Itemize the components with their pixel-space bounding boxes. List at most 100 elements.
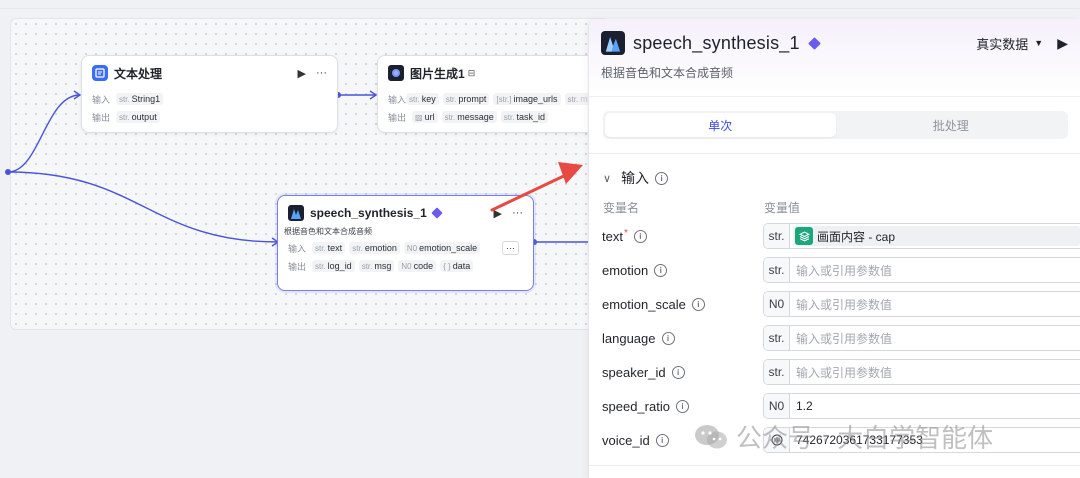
language-value-input[interactable]: str. 输入或引用参数值 (763, 325, 1080, 351)
more-icon[interactable]: ··· (316, 67, 327, 79)
emotion-scale-value-input[interactable]: N0 输入或引用参数值 (763, 291, 1080, 317)
info-icon[interactable]: i (671, 365, 685, 379)
premium-badge-icon (807, 36, 821, 50)
info-icon[interactable]: i (691, 297, 705, 311)
param-name: emotion_scale (602, 296, 686, 312)
image-gen-icon (388, 65, 404, 81)
info-icon[interactable]: i (655, 171, 669, 185)
emotion-value-input[interactable]: str. 输入或引用参数值 (763, 257, 1080, 283)
text-node-output-port[interactable] (335, 92, 341, 98)
panel-header: speech_synthesis_1 真实数据 ▼ ▶ 根据音色和文本合成音频 (589, 19, 1080, 97)
param-type: str. (315, 261, 326, 271)
param-chip: str.output (116, 111, 160, 123)
param-chip: str.task_id (500, 111, 548, 123)
param-name: text (602, 228, 623, 244)
param-type: str. (119, 112, 130, 122)
param-row-speed-ratio: speed_ratio i N0 1.2 (589, 389, 1080, 423)
voice-id-value-input[interactable]: 7426720361733177353 (763, 427, 1080, 453)
speaker-id-value-input[interactable]: str. 输入或引用参数值 (763, 359, 1080, 385)
info-icon[interactable]: i (633, 229, 647, 243)
param-name: log_id (327, 261, 352, 271)
speed-ratio-value-input[interactable]: N0 1.2 (763, 393, 1080, 419)
layers-icon (795, 227, 813, 245)
top-divider (0, 8, 1080, 9)
param-name: message (457, 112, 494, 122)
param-name: speed_ratio (602, 398, 670, 414)
text-process-icon (92, 65, 108, 81)
wechat-icon (695, 424, 727, 448)
param-type: [str.] (496, 94, 512, 104)
param-row-emotion-scale: emotion_scale i N0 输入或引用参数值 (589, 287, 1080, 321)
run-icon[interactable]: ▶ (493, 207, 502, 220)
param-type: str. (764, 360, 790, 384)
param-chip: { }data (440, 260, 474, 272)
param-name: emotion_scale (419, 243, 478, 253)
param-name: msg (374, 261, 392, 271)
param-columns-header: 变量名 变量值 (589, 199, 1080, 216)
audio-type-icon (764, 428, 790, 452)
param-name: m (580, 94, 588, 104)
param-type: str. (444, 112, 456, 122)
param-chip: str.emotion (349, 242, 400, 254)
premium-badge-icon (431, 207, 443, 219)
info-icon[interactable]: i (655, 433, 669, 447)
speech-node-icon (288, 205, 304, 221)
inputs-label: 输入 (288, 243, 307, 254)
input-placeholder: 输入或引用参数值 (796, 297, 893, 312)
speech-synthesis-node[interactable]: speech_synthesis_1 ▶ ··· 根据音色和文本合成音频 输入 … (277, 195, 534, 291)
run-icon[interactable]: ▶ (1057, 34, 1068, 51)
text-value-input[interactable]: str. 画面内容 - cap (763, 223, 1080, 249)
param-name: text (327, 243, 343, 253)
more-icon[interactable]: ··· (512, 207, 523, 219)
chevron-down-icon: ▼ (1034, 38, 1044, 48)
input-section-header[interactable]: ∨ 输入 i (589, 168, 1080, 188)
param-type: str. (503, 112, 515, 122)
param-chip: str.log_id (312, 260, 355, 272)
param-type: str. (409, 94, 420, 104)
node-outputs-row: 输出 str.output (82, 108, 337, 126)
reference-chip[interactable]: 画面内容 - cap (793, 226, 1080, 246)
param-type: str. (567, 94, 579, 104)
param-name: prompt (458, 94, 487, 104)
param-type: str. (764, 326, 790, 350)
info-icon[interactable]: i (661, 331, 675, 345)
param-type: str. (445, 94, 457, 104)
image-gen-node[interactable]: 图片生成1 ⊟ 输入 str.key str.prompt [str.]imag… (377, 55, 592, 133)
param-type: N0 (764, 394, 790, 418)
run-icon[interactable]: ▶ (297, 67, 306, 80)
text-process-node[interactable]: 文本处理 ▶ ··· 输入 str.String1 输出 str.output (81, 55, 338, 133)
column-name-header: 变量名 (603, 201, 640, 215)
divider (589, 465, 1080, 466)
speech-node-output-port[interactable] (531, 239, 537, 245)
info-icon[interactable]: i (675, 399, 689, 413)
panel-title: speech_synthesis_1 (633, 32, 800, 53)
param-name: emotion (364, 243, 397, 253)
run-mode-tabs: 单次 批处理 (603, 111, 1068, 139)
outputs-label: 输出 (288, 261, 307, 272)
speech-node-icon (601, 31, 625, 55)
param-type: str. (119, 94, 130, 104)
param-chip: ▨url (412, 111, 438, 123)
param-name: output (131, 112, 157, 122)
tab-single[interactable]: 单次 (605, 113, 836, 137)
param-type: str. (764, 224, 790, 248)
data-mode-label: 真实数据 (976, 36, 1029, 52)
tab-batch[interactable]: 批处理 (932, 118, 969, 133)
param-type: str. (315, 243, 326, 253)
section-title: 输入 (621, 170, 650, 186)
param-name: data (452, 261, 471, 271)
param-chip: str.m (564, 93, 591, 105)
param-chip: str.key (406, 93, 439, 105)
data-mode-dropdown[interactable]: 真实数据 ▼ (976, 34, 1043, 53)
param-name: key (421, 94, 436, 104)
param-type: N0 (401, 261, 412, 271)
info-icon[interactable]: i (654, 263, 668, 277)
param-chip: [str.]image_urls (493, 93, 561, 105)
inputs-label: 输入 (388, 94, 407, 105)
start-output-port[interactable] (5, 169, 11, 175)
more-params-button[interactable]: ··· (502, 241, 519, 255)
